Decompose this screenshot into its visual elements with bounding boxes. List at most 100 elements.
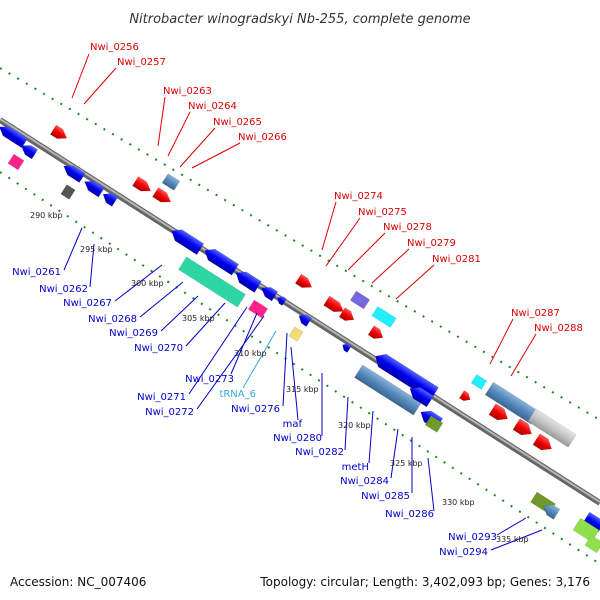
gene-feature <box>298 314 313 327</box>
label-leader-line <box>185 302 226 347</box>
label-leader-line <box>489 318 514 365</box>
gene-label: metH <box>342 462 369 473</box>
gene-feature <box>470 374 488 390</box>
scale-tick-label: 310 kbp <box>234 349 267 358</box>
gene-feature <box>371 306 397 328</box>
gene-label: Nwi_0285 <box>361 491 410 502</box>
gene-label: Nwi_0286 <box>385 509 434 520</box>
scale-tick-label: 305 kbp <box>182 314 215 323</box>
scale-tick-label: 315 kbp <box>286 385 319 394</box>
gene-features <box>0 124 600 554</box>
gene-feature <box>342 343 352 353</box>
scale-tick-label: 325 kbp <box>390 459 423 468</box>
label-leader-line <box>139 281 184 318</box>
gene-feature <box>60 184 76 200</box>
gene-feature <box>7 153 25 171</box>
gene-feature <box>20 145 39 160</box>
label-leader-line <box>63 227 83 271</box>
gene-label: Nwi_0278 <box>383 222 432 233</box>
gene-label: Nwi_0281 <box>432 254 481 265</box>
gene-feature <box>349 290 371 310</box>
gene-feature <box>63 165 86 183</box>
gene-feature <box>354 364 422 416</box>
gene-label: Nwi_0262 <box>39 284 88 295</box>
accession-text: Accession: NC_007406 <box>10 575 146 589</box>
gene-feature <box>409 387 434 408</box>
gene-label: Nwi_0276 <box>231 404 280 415</box>
gene-label: Nwi_0274 <box>334 191 383 202</box>
gene-label: Nwi_0279 <box>407 238 456 249</box>
gene-label: Nwi_0294 <box>439 547 488 558</box>
label-leader-line <box>321 201 337 251</box>
label-leader-line <box>347 232 386 271</box>
scale-tick-label: 300 kbp <box>131 279 164 288</box>
map-title: Nitrobacter winogradskyi Nb-255, complet… <box>129 12 470 27</box>
gene-labels: Nwi_0256Nwi_0257Nwi_0263Nwi_0264Nwi_0265… <box>12 42 583 558</box>
gene-label: Nwi_0280 <box>273 433 322 444</box>
scale-tick-label: 320 kbp <box>338 421 371 430</box>
gene-feature <box>338 307 355 321</box>
gene-feature <box>288 326 304 342</box>
gene-feature <box>260 287 279 302</box>
label-leader-line <box>188 306 248 395</box>
gene-feature <box>542 504 561 520</box>
gene-feature <box>532 433 552 451</box>
gene-label: Nwi_0266 <box>238 132 287 143</box>
gene-label: Nwi_0275 <box>358 207 407 218</box>
gene-feature <box>161 173 181 191</box>
label-leader-line <box>371 248 410 284</box>
label-leaders <box>63 53 543 551</box>
gene-feature <box>323 295 344 312</box>
label-leader-line <box>242 330 277 389</box>
gene-label: Nwi_0287 <box>511 308 560 319</box>
label-leader-line <box>290 346 299 421</box>
label-leader-line <box>344 396 349 451</box>
label-leader-line <box>157 96 166 147</box>
scale-tick-label: 295 kbp <box>80 245 113 254</box>
label-leader-line <box>89 243 95 288</box>
gene-label: Nwi_0272 <box>145 407 194 418</box>
gene-feature <box>584 534 600 554</box>
scale-ticks: 290 kbp 295 kbp 300 kbp 305 kbp 310 kbp 315 k… <box>30 211 529 544</box>
label-leader-line <box>496 517 527 536</box>
label-leader-line <box>191 142 241 169</box>
gene-label: Nwi_0288 <box>534 323 583 334</box>
gene-label: Nwi_0261 <box>12 267 61 278</box>
label-leader-line <box>510 333 537 377</box>
gene-feature <box>235 271 262 293</box>
gene-feature <box>488 403 508 421</box>
gene-label: Nwi_0282 <box>295 447 344 458</box>
gene-feature <box>294 273 313 288</box>
gene-feature <box>527 408 577 448</box>
label-leader-line <box>325 217 361 267</box>
gene-label: Nwi_0257 <box>117 57 166 68</box>
gene-feature <box>367 325 384 339</box>
gene-label: Nwi_0271 <box>137 392 186 403</box>
gene-label: Nwi_0265 <box>213 117 262 128</box>
scale-tick-label: 335 kbp <box>496 535 529 544</box>
gene-label: Nwi_0284 <box>340 476 389 487</box>
label-leader-line <box>179 127 216 168</box>
gene-label: Nwi_0268 <box>88 314 137 325</box>
outer-dotted-track <box>0 67 600 421</box>
label-leader-line <box>114 264 163 302</box>
gene-label: Nwi_0267 <box>63 298 112 309</box>
genome-backbone-highlight <box>0 118 600 503</box>
gene-label: Nwi_0264 <box>188 101 237 112</box>
gene-feature <box>49 124 68 139</box>
gene-label: Nwi_0263 <box>163 86 212 97</box>
scale-tick-label: 290 kbp <box>30 211 63 220</box>
gene-feature <box>484 381 540 425</box>
gene-feature <box>132 176 151 192</box>
label-leader-line <box>395 264 435 300</box>
genome-summary-text: Topology: circular; Length: 3,402,093 bp… <box>259 575 590 589</box>
gene-feature <box>102 193 119 207</box>
gene-label: maf <box>283 419 303 430</box>
gene-label: Nwi_0273 <box>185 374 234 385</box>
label-leader-line <box>490 529 543 551</box>
label-leader-line <box>160 295 199 332</box>
label-leader-line <box>71 53 90 99</box>
gene-feature <box>178 256 246 308</box>
gene-label: Nwi_0269 <box>109 328 158 339</box>
